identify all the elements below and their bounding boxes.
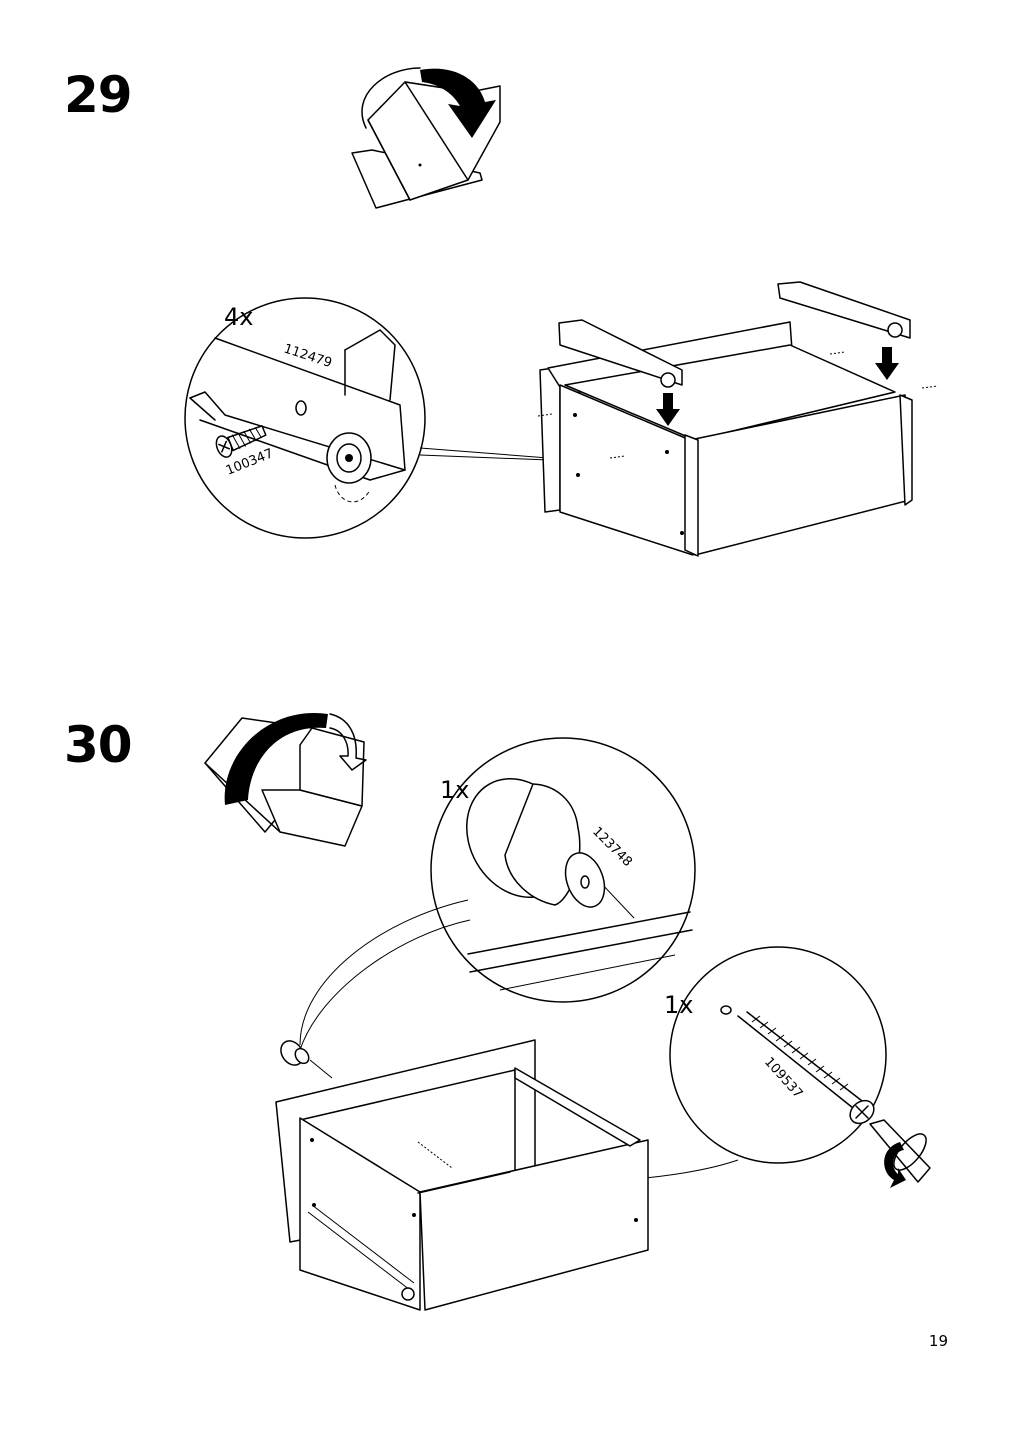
page-number: 19	[928, 1332, 948, 1350]
screw-callout-30: 1x 109537	[459, 946, 931, 1188]
quantity-label-29: 4x	[224, 303, 253, 331]
drawer-with-rails-29	[537, 281, 939, 557]
flip-drawer-diagram-30	[204, 712, 367, 847]
step-29-number: 29	[64, 66, 133, 124]
quantity-label-screw: 1x	[664, 991, 693, 1019]
step-30-number: 30	[64, 716, 133, 774]
knob-callout-30: 1x 123748	[299, 737, 696, 1051]
flip-drawer-diagram-29	[351, 67, 501, 209]
drawer-front-30	[275, 1039, 649, 1311]
quantity-label-knob: 1x	[440, 776, 469, 804]
rail-screw-callout-29: 4x 112479 100347	[184, 297, 601, 539]
